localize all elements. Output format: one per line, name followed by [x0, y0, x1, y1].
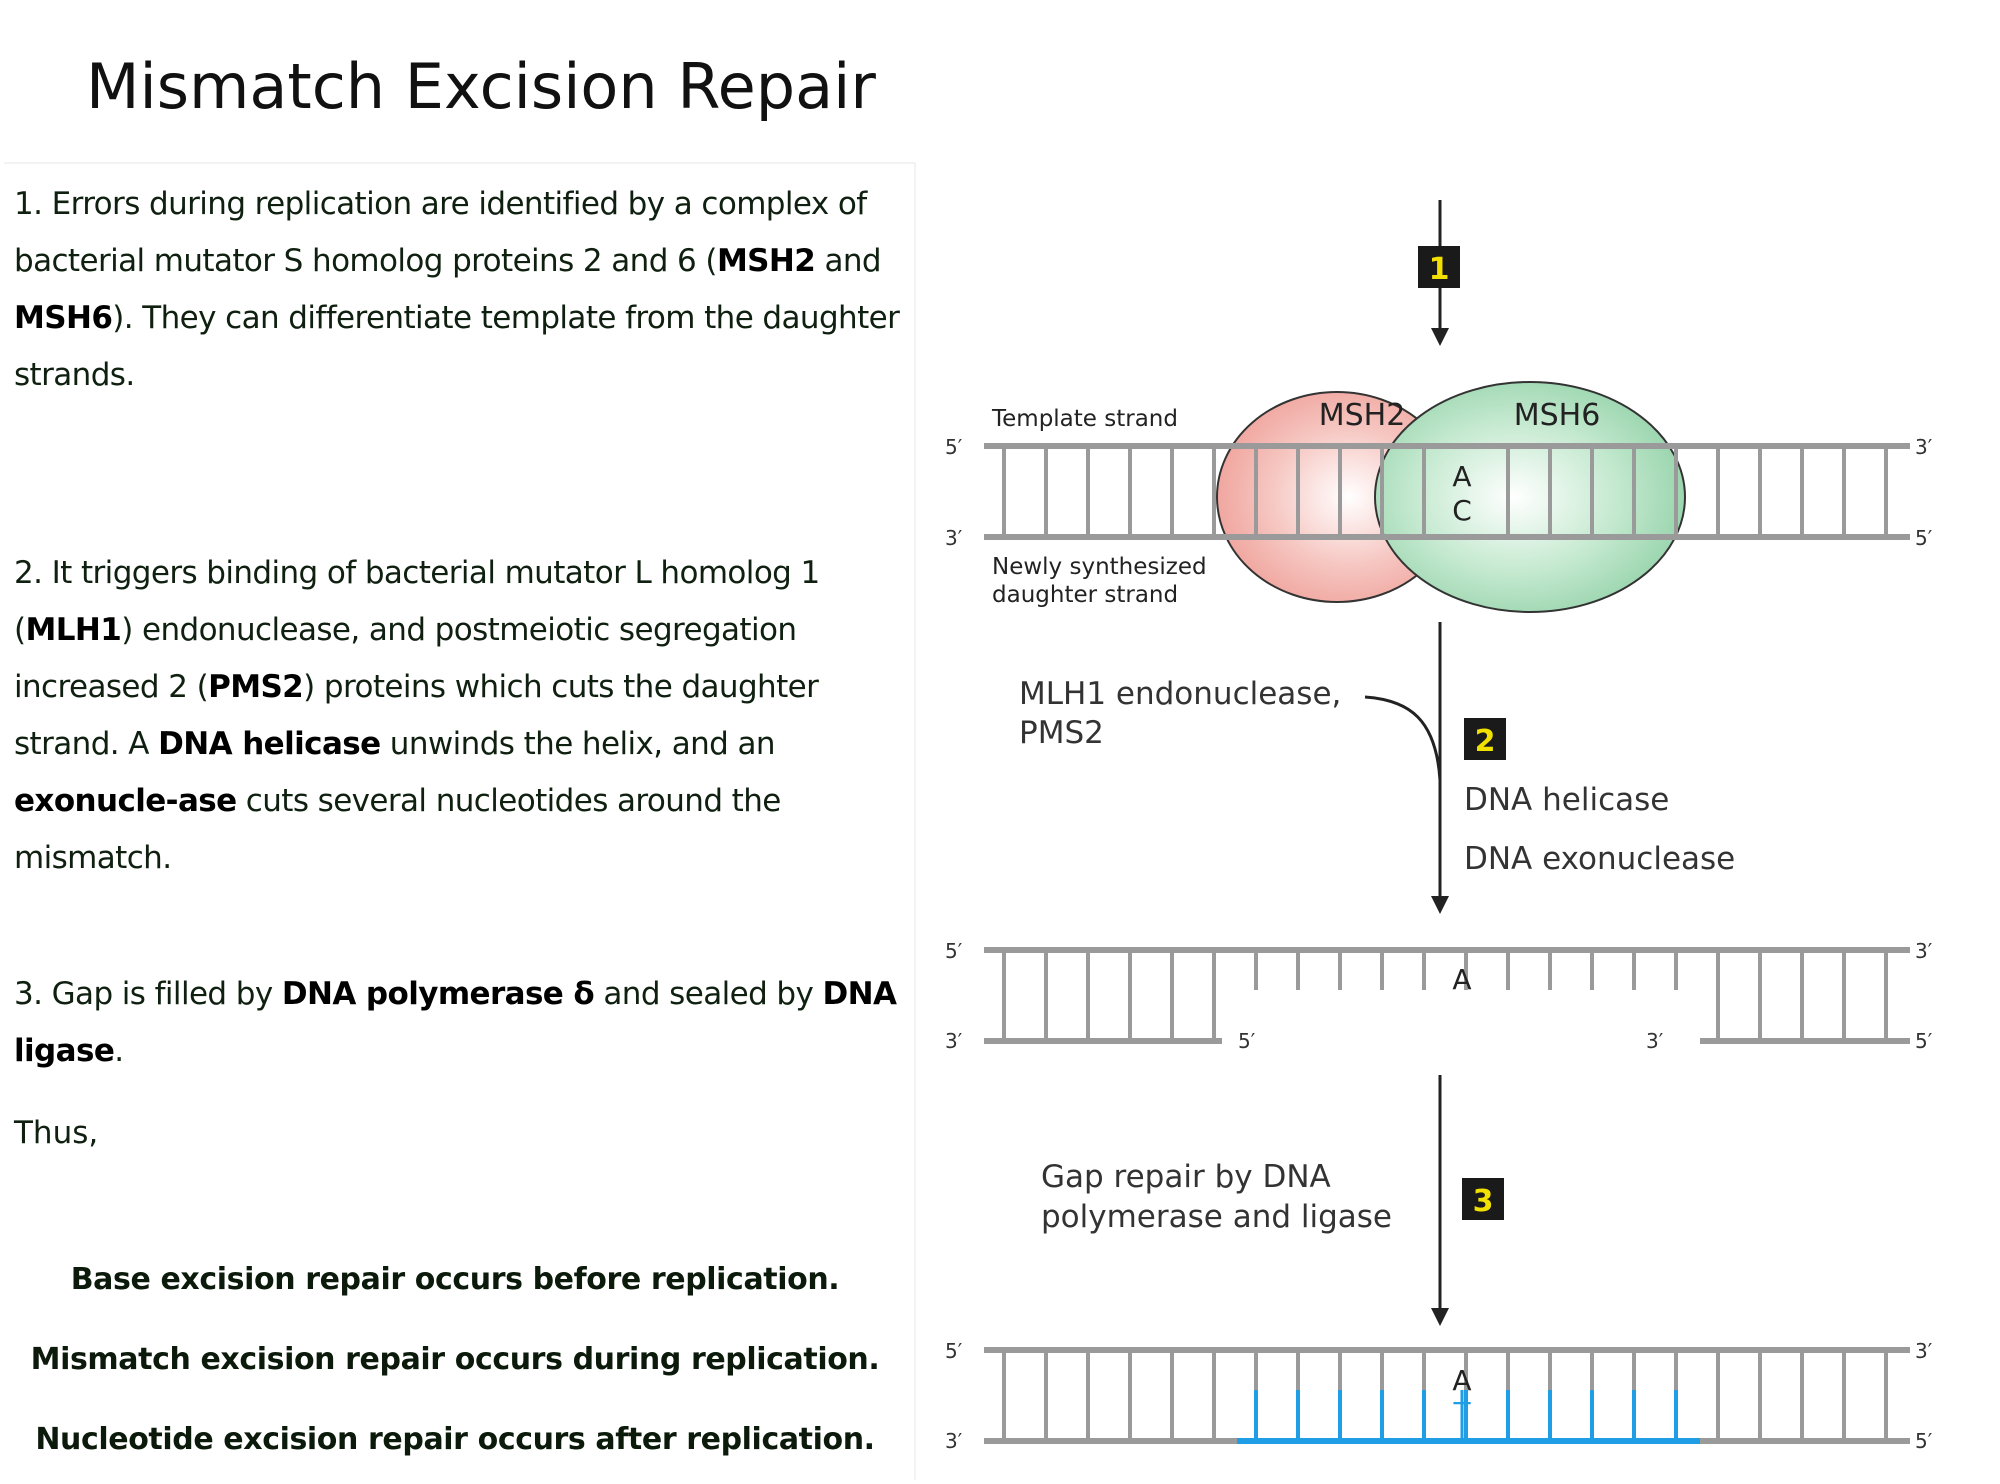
dna-exonuclease-label: DNA exonuclease — [1464, 841, 1735, 877]
arrow-2 — [1431, 622, 1449, 914]
msh6-label: MSH6 — [1514, 398, 1601, 433]
stage2-right-bottom-end: 5′ — [1915, 1029, 1933, 1053]
step-2-run-6: unwinds the helix, and an — [380, 726, 776, 762]
step-2-text: 2. It triggers binding of bacterial muta… — [14, 545, 904, 887]
stage3-left-bottom-end: 3′ — [945, 1429, 963, 1453]
step-3-run-1: DNA polymerase δ — [281, 976, 595, 1012]
stage2-base-a: A — [1452, 963, 1471, 996]
stage1-right-bottom-end: 5′ — [1915, 526, 1933, 550]
stage2-left-bottom-end: 3′ — [945, 1029, 963, 1053]
page-title: Mismatch Excision Repair — [86, 50, 876, 123]
mlh1-label-1: MLH1 endonuclease, — [1019, 676, 1341, 712]
stage3-base-a: A — [1452, 1364, 1471, 1397]
summary-mismatch-excision: Mismatch excision repair occurs during r… — [30, 1342, 880, 1377]
arrow-3 — [1431, 1075, 1449, 1326]
step-1-run-4: ). They can differentiate template from … — [14, 300, 900, 393]
step-2-run-3: PMS2 — [208, 669, 304, 705]
summary-base-excision: Base excision repair occurs before repli… — [70, 1262, 840, 1297]
mismatch-base-c: C — [1452, 494, 1472, 527]
mismatch-base-a: A — [1452, 460, 1471, 493]
text-panel — [4, 162, 916, 1480]
step-1-run-0: 1. Errors during replication are identif… — [14, 186, 867, 279]
stage1-right-top-end: 3′ — [1915, 435, 1933, 459]
daughter-strand-label-1: Newly synthesized — [992, 554, 1207, 580]
step-1-run-2: and — [815, 243, 882, 279]
stage1-left-bottom-end: 3′ — [945, 526, 963, 550]
gap-repair-label-2: polymerase and ligase — [1041, 1199, 1392, 1235]
step-2-run-0: 2. It triggers binding of bacterial muta… — [14, 555, 820, 648]
step-badge-1-number: 1 — [1429, 252, 1450, 287]
step-1-run-1: MSH2 — [716, 243, 816, 279]
step-badge-2: 2 — [1464, 718, 1506, 760]
step-3-text: 3. Gap is filled by DNA polymerase δ and… — [14, 966, 904, 1080]
step-1-text: 1. Errors during replication are identif… — [14, 176, 904, 404]
mlh1-label-2: PMS2 — [1019, 715, 1104, 751]
step-2-run-7: exonucle-ase — [14, 783, 237, 819]
step-badge-2-number: 2 — [1475, 724, 1496, 759]
step-2-run-8: cuts several nucleotides around the mism… — [14, 783, 781, 876]
step-badge-1: 1 — [1418, 246, 1460, 288]
step-3-run-0: 3. Gap is filled by — [14, 976, 282, 1012]
stage3-left-top-end: 5′ — [945, 1339, 963, 1363]
step-badge-3: 3 — [1462, 1178, 1504, 1220]
dna-stage-1 — [984, 443, 1910, 540]
step-badge-3-number: 3 — [1473, 1184, 1494, 1219]
stage3-right-top-end: 3′ — [1915, 1339, 1933, 1363]
stage3-right-bottom-end: 5′ — [1915, 1429, 1933, 1453]
stage1-left-top-end: 5′ — [945, 435, 963, 459]
step-3-run-3: DNA ligase — [14, 976, 897, 1069]
stage2-left-top-end: 5′ — [945, 939, 963, 963]
dna-helicase-label: DNA helicase — [1464, 782, 1669, 818]
msh-complex — [1216, 381, 1686, 613]
thus-label: Thus, — [14, 1115, 99, 1151]
stage2-right-top-end: 3′ — [1915, 939, 1933, 963]
step-3-run-4: . — [114, 1033, 124, 1069]
step-1-run-3: MSH6 — [14, 300, 113, 336]
stage2-gap-right-end: 3′ — [1646, 1029, 1664, 1053]
step-3-run-2: and sealed by — [594, 976, 823, 1012]
summary-nucleotide-excision: Nucleotide excision repair occurs after … — [35, 1422, 875, 1457]
dna-stage-2 — [984, 947, 1910, 1044]
gap-repair-label-1: Gap repair by DNA — [1041, 1159, 1331, 1195]
daughter-strand-label-2: daughter strand — [992, 582, 1178, 608]
dna-stage-3 — [984, 1347, 1910, 1444]
step-2-run-1: MLH1 — [25, 612, 122, 648]
msh2-label: MSH2 — [1319, 398, 1406, 433]
mlh1-curve-pointer — [1364, 695, 1442, 781]
step-2-run-4: ) proteins which cuts the daughter stran… — [14, 669, 819, 762]
step-2-run-5: DNA helicase — [158, 726, 381, 762]
step-2-run-2: ) endonuclease, and postmeiotic segregat… — [14, 612, 797, 705]
msh6-protein — [1374, 381, 1686, 613]
template-strand-label: Template strand — [991, 406, 1178, 432]
stage2-gap-left-end: 5′ — [1238, 1029, 1256, 1053]
stage3-base-t: T — [1452, 1396, 1471, 1429]
